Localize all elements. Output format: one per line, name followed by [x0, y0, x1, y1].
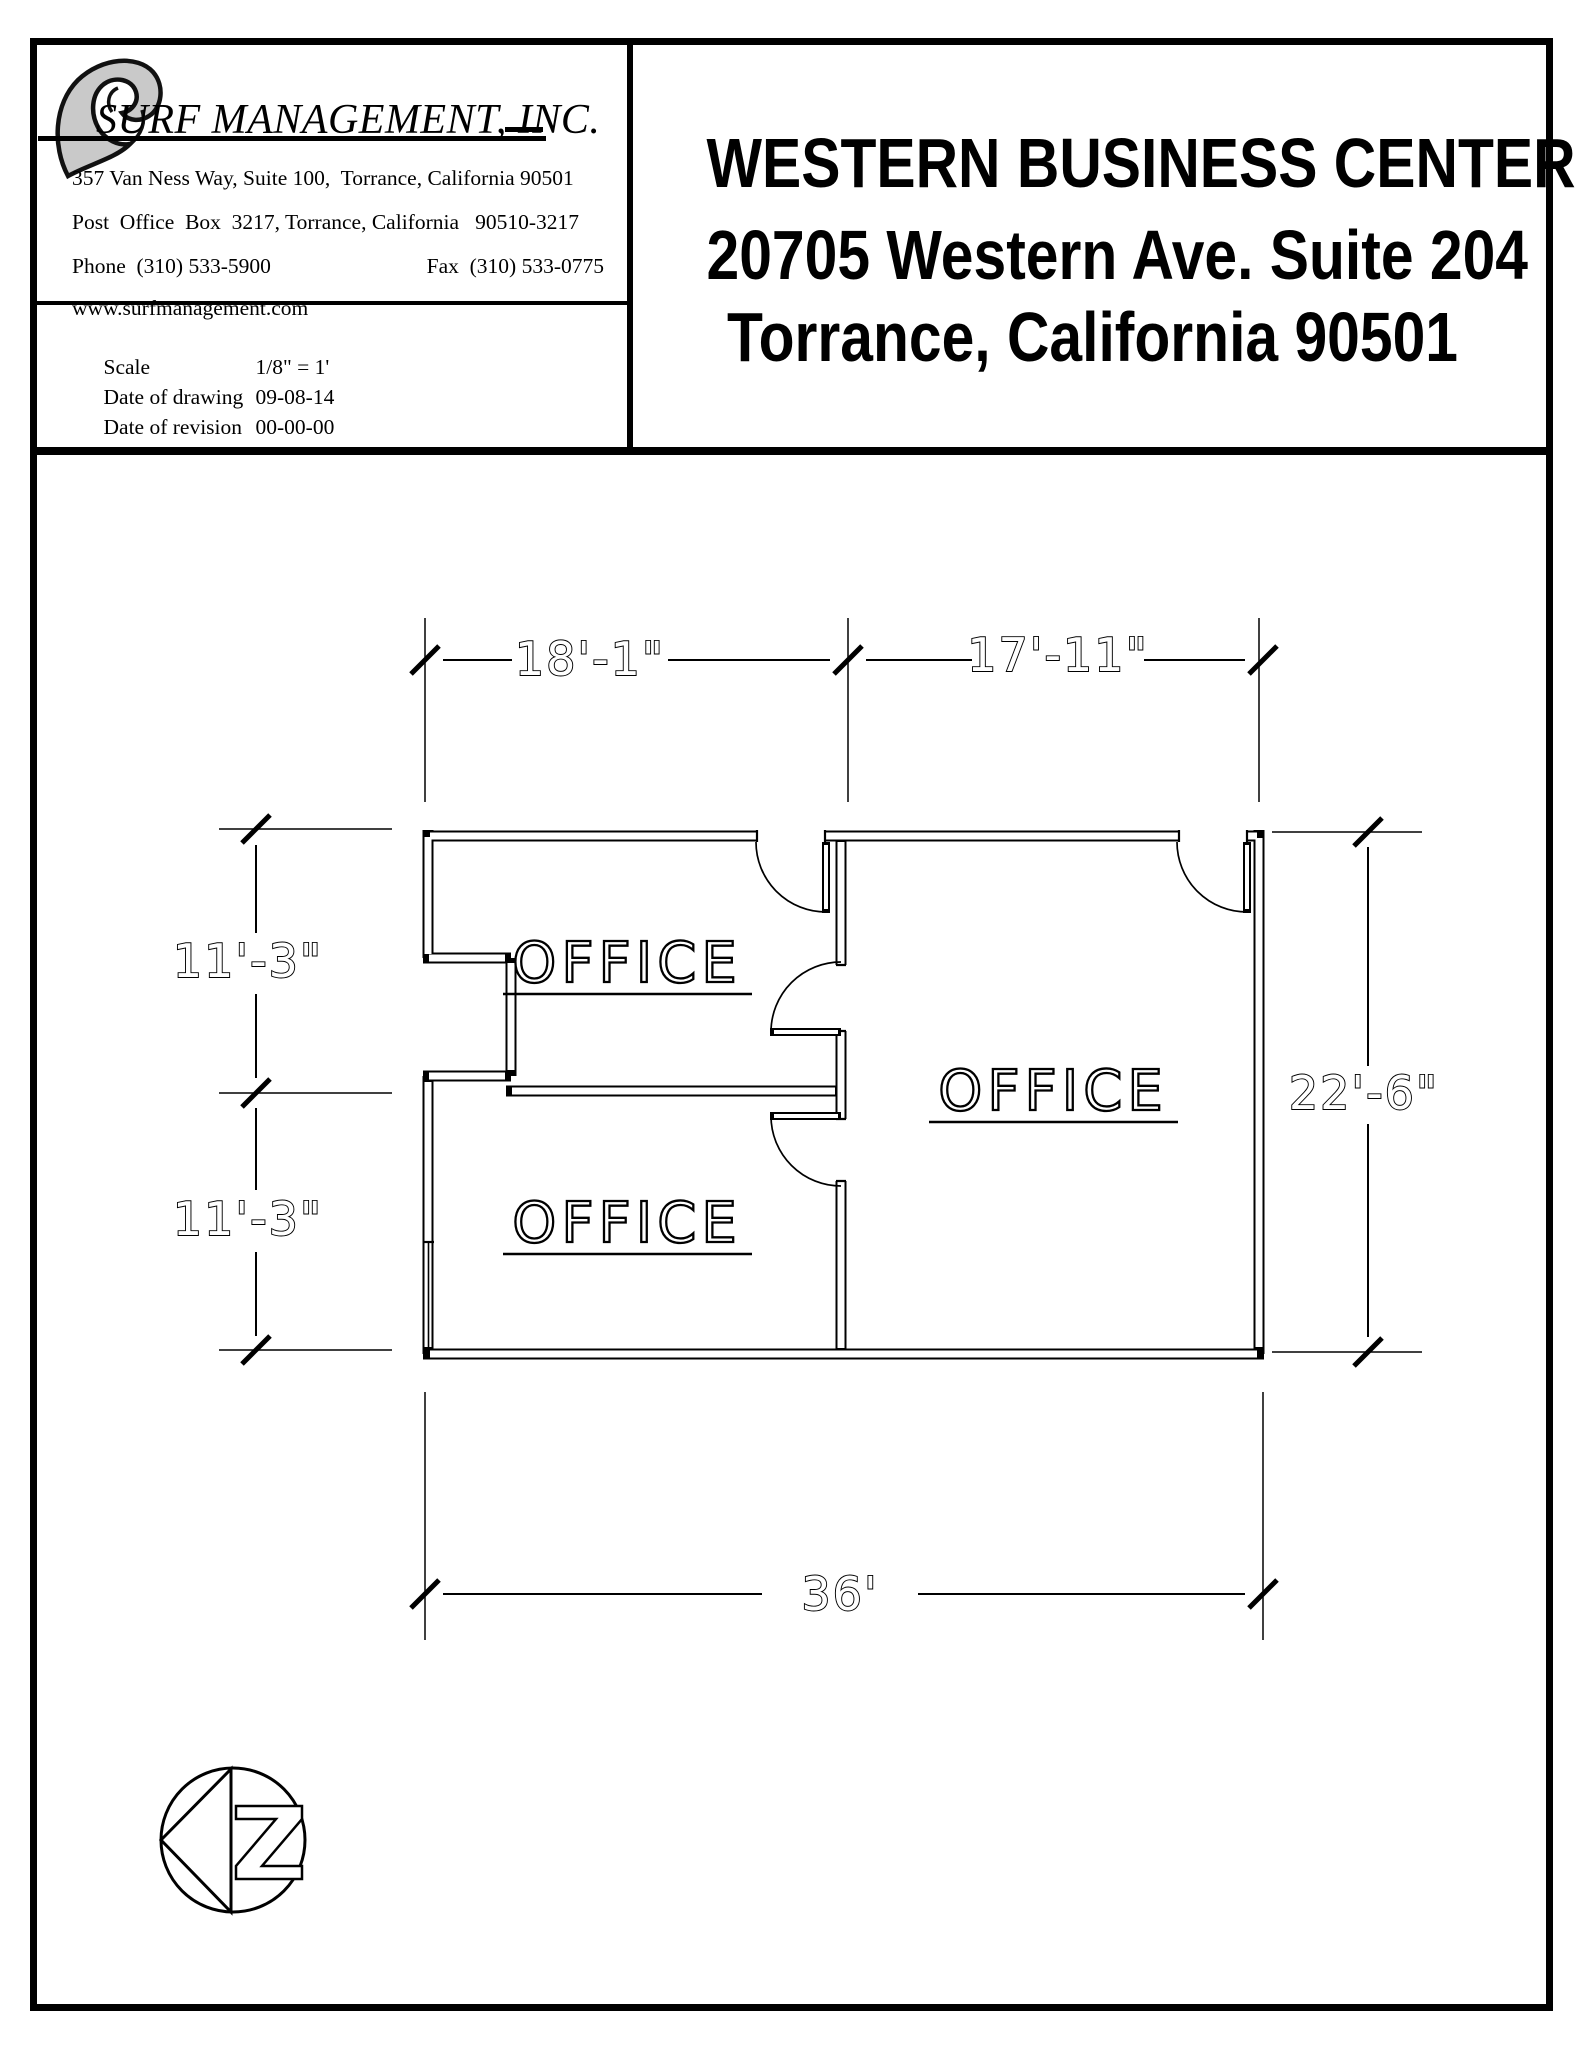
dim-left-lower-label: 11'-3" [173, 1192, 323, 1246]
date-of-revision-row: Date of revision 00-00-00 [82, 390, 335, 465]
date-of-drawing-label: Date of drawing [103, 385, 244, 409]
walls [422, 830, 1265, 1360]
date-of-drawing-value: 09-08-14 [255, 385, 335, 409]
company-name-end-dash [505, 127, 543, 132]
room-label-office-lower: OFFICE [512, 1191, 742, 1256]
north-arrow-icon [158, 1765, 307, 1916]
company-phone: Phone (310) 533-5900 [72, 254, 271, 278]
window-symbol [423, 1240, 434, 1348]
dim-left-upper-label: 11'-3" [173, 934, 323, 988]
company-address-line2: Post Office Box 3217, Torrance, Californ… [72, 210, 580, 234]
company-name-underline [38, 136, 546, 141]
dimension-left: 11'-3" 11'-3" [172, 813, 392, 1366]
property-address: 20705 Western Ave. Suite 204 [706, 216, 1529, 294]
door-swing-arcs [755, 841, 1248, 1187]
dimension-bottom: 36' [409, 1392, 1279, 1640]
room-labels: OFFICE OFFICE OFFICE [503, 930, 1178, 1257]
company-fax: Fax (310) 533-0775 [426, 254, 604, 278]
room-label-office-upper: OFFICE [512, 931, 742, 996]
scale-label: Scale [103, 355, 151, 379]
room-label-office-right: OFFICE [938, 1059, 1168, 1124]
dim-top-left-label: 18'-1" [515, 632, 665, 686]
date-of-drawing-row: Date of drawing 09-08-14 [82, 360, 335, 435]
dimension-right: 22'-6" [1272, 816, 1439, 1368]
property-title: WESTERN BUSINESS CENTER [706, 124, 1576, 202]
date-of-revision-value: 00-00-00 [255, 415, 335, 439]
company-address-line1: 357 Van Ness Way, Suite 100, Torrance, C… [72, 166, 574, 190]
dim-top-right-label: 17'-11" [967, 628, 1148, 682]
header-bottom-divider [30, 447, 1553, 455]
property-city-state: Torrance, California 90501 [727, 298, 1458, 376]
wave-icon [55, 58, 163, 180]
date-of-revision-label: Date of revision [103, 415, 243, 439]
dim-bottom-label: 36' [801, 1567, 878, 1621]
scale-value: 1/8" = 1' [255, 355, 330, 379]
dim-right-label: 22'-6" [1289, 1066, 1439, 1120]
sheet-border [30, 38, 1553, 2011]
phone-fax-row: Phone (310) 533-5900 Fax (310) 533-0775 [72, 254, 604, 279]
scale-row: Scale 1/8" = 1' [82, 330, 330, 405]
header-vertical-divider [627, 45, 633, 454]
address-block-divider [37, 301, 628, 305]
dimension-top: 18'-1" 17'-11" [409, 618, 1279, 802]
floor-plan-drawing: 18'-1" 17'-11" 11'-3" 11'-3" 22'-6" 36' [158, 618, 1439, 1916]
company-website: www.surfmanagement.com [72, 296, 309, 320]
company-name: SURF MANAGEMENT, INC. [96, 97, 601, 143]
